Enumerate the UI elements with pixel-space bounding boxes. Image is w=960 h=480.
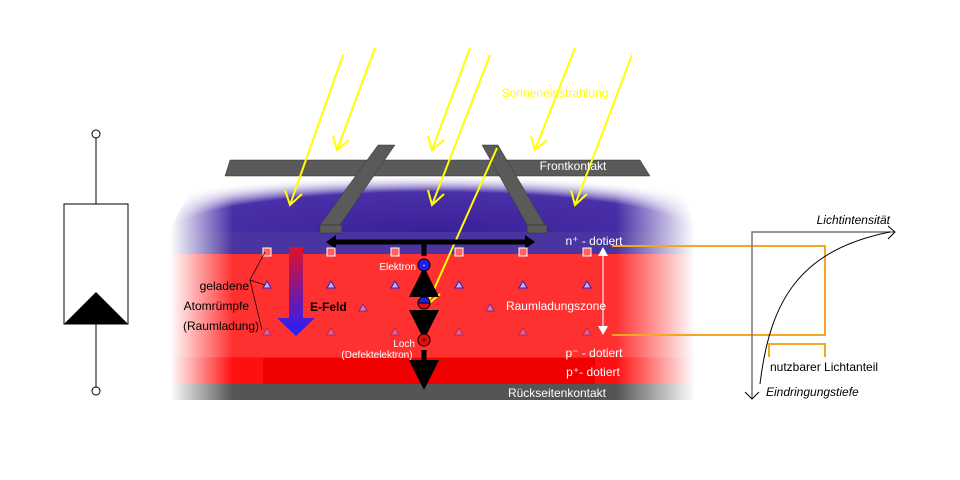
usable-light-label: nutzbarer Lichtanteil — [770, 360, 878, 374]
negative-ion-icon — [326, 279, 336, 289]
negative-ion-icon — [485, 302, 495, 312]
positive-ion-icon — [326, 247, 336, 257]
defect-electron-label: (Defektelektron) — [341, 350, 412, 361]
light-intensity-graph — [744, 225, 896, 400]
sunlight-label: Sonneneinstrahlung — [502, 86, 609, 100]
zone-width-arrow — [598, 247, 608, 335]
positive-ion-icon — [262, 247, 272, 257]
p-plus-label: p⁺- dotiert — [566, 365, 620, 379]
svg-text:-: - — [423, 260, 426, 270]
cell-layers — [170, 150, 695, 400]
p-minus-label: p⁻ - dotiert — [565, 346, 623, 360]
charged-label: geladene — [200, 279, 250, 293]
negative-ion-icon — [262, 279, 272, 289]
back-contact-label: Rückseitenkontakt — [508, 386, 607, 400]
electron-hole-pair-icon — [417, 296, 431, 310]
front-contact — [224, 144, 651, 234]
svg-text:+: + — [421, 335, 426, 345]
negative-ion-icon — [454, 279, 464, 289]
label-leader-lines — [249, 251, 266, 331]
positive-ion-icon — [518, 247, 528, 257]
front-contact-label: Frontkontakt — [540, 159, 607, 173]
positive-ion-icon — [454, 247, 464, 257]
space-charge-paren-label: (Raumladung) — [183, 319, 259, 333]
e-field-arrow — [277, 247, 315, 336]
negative-ion-icon — [390, 279, 400, 289]
negative-ion-icon — [390, 326, 400, 336]
negative-ion-icon — [326, 326, 336, 336]
positive-ion-icon — [390, 247, 400, 257]
negative-ion-icon — [518, 326, 528, 336]
light-intensity-label: Lichtintensität — [817, 213, 891, 227]
negative-ion-icon — [582, 326, 592, 336]
positive-ion-icon — [582, 247, 592, 257]
n-plus-label: n⁺ - dotiert — [565, 234, 623, 248]
negative-ion-icon — [454, 326, 464, 336]
hole-label: Loch — [393, 339, 415, 350]
negative-ion-icon — [358, 302, 368, 312]
penetration-depth-label: Eindringungstiefe — [766, 385, 859, 399]
solar-cell-circuit-symbol — [63, 129, 129, 396]
usable-light-markers — [612, 245, 826, 357]
charged-atom-cores — [262, 247, 592, 336]
space-charge-zone-label: Raumladungszone — [506, 299, 606, 313]
electron-label: Elektron — [379, 262, 416, 273]
hole-icon — [417, 333, 431, 347]
negative-ion-icon — [582, 279, 592, 289]
carrier-paths — [333, 239, 527, 390]
e-field-label: E-Feld — [310, 300, 347, 314]
electron-icon — [417, 258, 431, 272]
negative-ion-icon — [518, 279, 528, 289]
atom-cores-label: Atomrümpfe — [184, 299, 250, 313]
negative-ion-icon — [262, 326, 272, 336]
